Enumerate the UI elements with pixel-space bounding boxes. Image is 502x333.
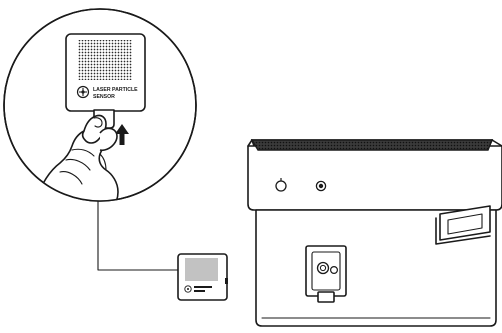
sensor-vent-grid — [78, 40, 132, 80]
sensor-module-small — [178, 254, 228, 300]
sensor-port — [306, 246, 346, 302]
air-purifier — [248, 140, 502, 326]
leader-line — [98, 201, 178, 270]
sensor-label-line2: SENSOR — [93, 94, 115, 100]
sensor-badge-icon — [78, 87, 89, 98]
callout-circle: LASER PARTICLE SENSOR — [4, 9, 196, 214]
sensor-vent-grid-small — [185, 258, 218, 281]
sensor-label-line1: LASER PARTICLE — [93, 87, 138, 93]
